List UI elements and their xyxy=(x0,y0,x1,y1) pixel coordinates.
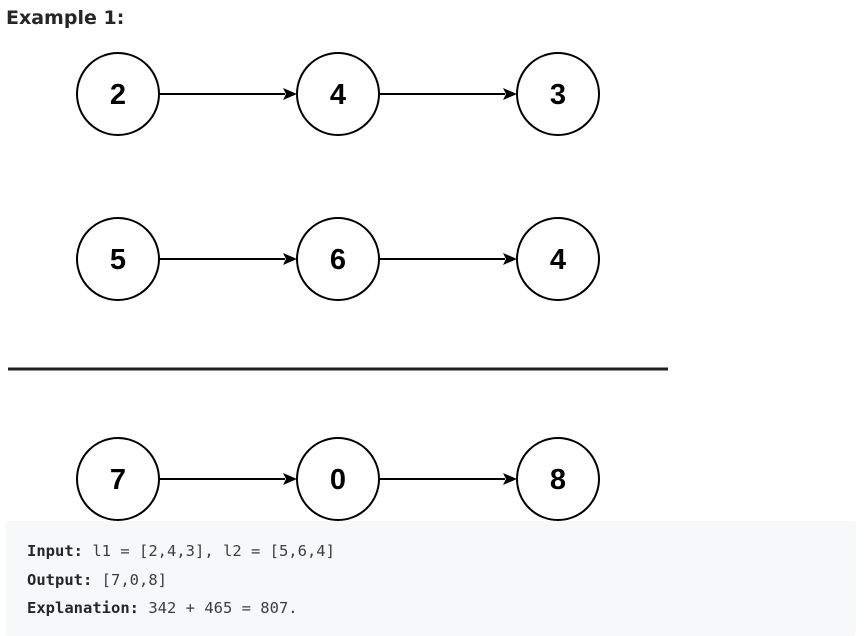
output-line: Output: [7,0,8] xyxy=(27,566,856,595)
node-result-0-value: 7 xyxy=(110,464,126,496)
node-result-1: 0 xyxy=(296,437,380,521)
arrow-head-result-2 xyxy=(503,473,517,485)
node-l2-2-value: 4 xyxy=(550,244,566,276)
node-result-1-value: 0 xyxy=(330,464,346,496)
output-value: [7,0,8] xyxy=(101,570,167,589)
arrow-head-l2-1 xyxy=(283,253,297,265)
node-result-2-value: 8 xyxy=(550,464,566,496)
example-code-block: Input: l1 = [2,4,3], l2 = [5,6,4] Output… xyxy=(6,521,856,636)
linked-list-diagram: 2 4 3 5 6 4 xyxy=(8,52,668,521)
input-label: Input: xyxy=(27,542,83,560)
output-label: Output: xyxy=(27,570,93,589)
node-l1-2-value: 3 xyxy=(550,79,566,111)
node-l2-1-value: 6 xyxy=(330,244,346,276)
list-l2: 5 6 4 xyxy=(76,217,600,301)
input-line: Input: l1 = [2,4,3], l2 = [5,6,4] xyxy=(27,537,856,566)
node-l1-0: 2 xyxy=(76,52,160,136)
arrow-head-l1-2 xyxy=(503,88,517,100)
node-l2-0-value: 5 xyxy=(110,244,126,276)
explanation-line: Explanation: 342 + 465 = 807. xyxy=(27,594,856,623)
node-l1-1-value: 4 xyxy=(330,79,346,111)
arrow-head-l1-1 xyxy=(283,88,297,100)
example-heading: Example 1: xyxy=(6,7,125,29)
node-result-0: 7 xyxy=(76,437,160,521)
explanation-value: 342 + 465 = 807. xyxy=(148,599,298,617)
explanation-label: Explanation: xyxy=(27,599,139,617)
arrow-head-result-1 xyxy=(283,473,297,485)
node-result-2: 8 xyxy=(516,437,600,521)
node-l1-0-value: 2 xyxy=(110,79,126,111)
node-l1-2: 3 xyxy=(516,52,600,136)
input-value: l1 = [2,4,3], l2 = [5,6,4] xyxy=(92,542,335,560)
node-l2-1: 6 xyxy=(296,217,380,301)
node-l1-1: 4 xyxy=(296,52,380,136)
node-l2-2: 4 xyxy=(516,217,600,301)
list-result: 7 0 8 xyxy=(76,437,600,521)
list-l1: 2 4 3 xyxy=(76,52,600,136)
node-l2-0: 5 xyxy=(76,217,160,301)
arrow-head-l2-2 xyxy=(503,253,517,265)
